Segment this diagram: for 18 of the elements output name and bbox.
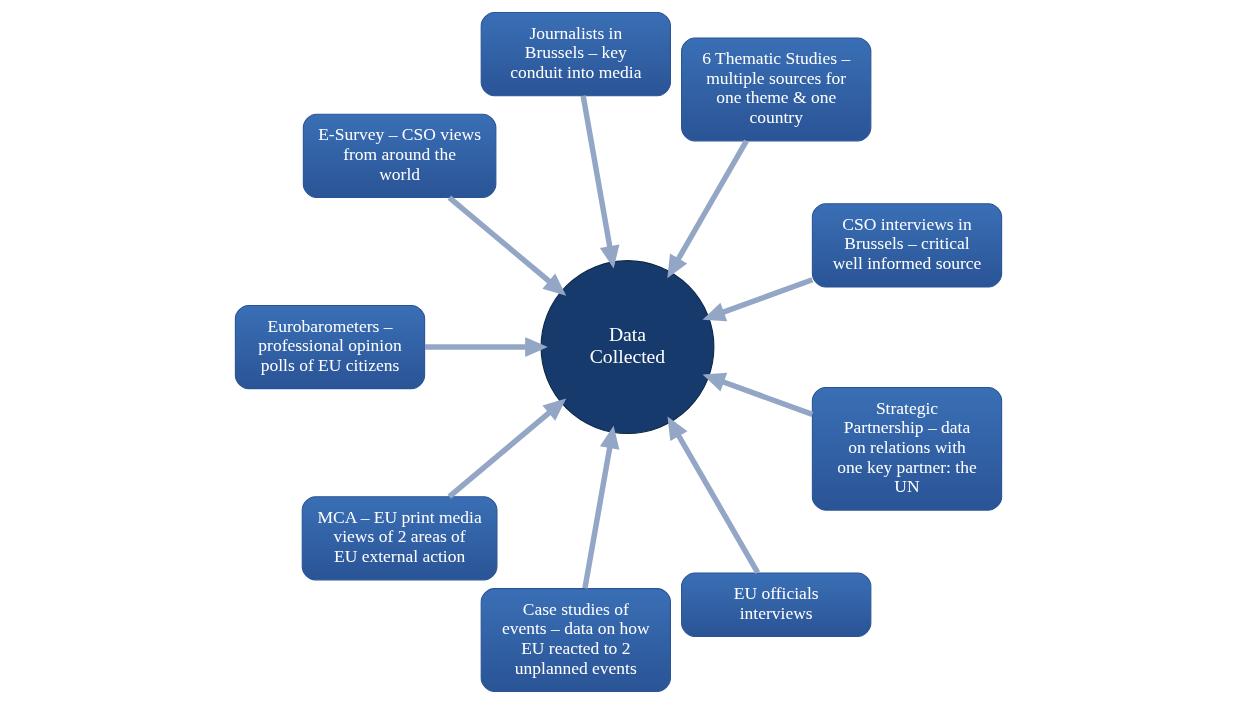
arrow <box>580 95 620 269</box>
arrow <box>424 337 548 357</box>
node-box: E-Survey – CSO views from around the world <box>302 113 497 198</box>
arrow <box>702 277 814 322</box>
node-box: EU officials interviews <box>681 572 872 637</box>
arrow <box>582 425 620 589</box>
node-box: CSO interviews in Brussels – critical well informed source <box>811 203 1003 288</box>
node-box: Eurobarometers – professional opinion polls of EU citizens <box>234 304 426 390</box>
node-box: MCA – EU print media views of 2 areas of EU external action <box>301 496 498 581</box>
arrow <box>447 195 567 296</box>
arrow <box>702 372 814 417</box>
node-box: Case studies of events – data on how EU reacted to 2 unplanned events <box>480 588 671 692</box>
node-box: 6 Thematic Studies – multiple sources for one theme & one country <box>681 37 872 142</box>
arrow <box>667 139 749 279</box>
node-box: Journalists in Brussels – key conduit into media <box>480 12 671 97</box>
arrow <box>667 416 761 574</box>
arrow <box>447 398 567 499</box>
node-box: Strategic Partnership – data on relations with one key partner: the UN <box>811 387 1003 511</box>
